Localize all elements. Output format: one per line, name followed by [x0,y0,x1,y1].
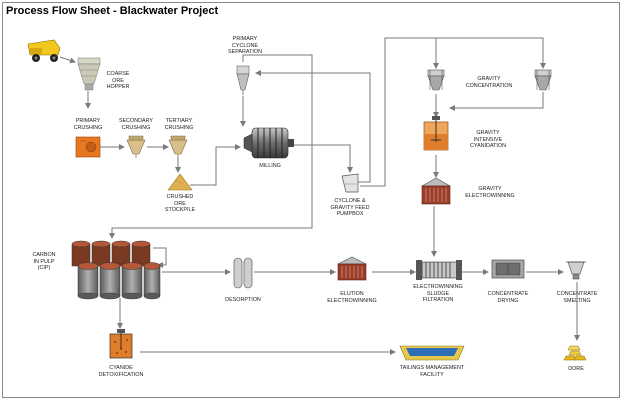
drying-oven-icon [491,259,525,279]
secondary-crusher-icon [126,135,146,158]
cyanide-detox-tank-icon [109,329,133,359]
flow-stockpile-to-milling [190,144,241,186]
flow-cyclone-overflow-to-cip [109,54,313,239]
primary-cyclone-icon [236,65,250,95]
coarse-ore-hopper-icon [77,57,101,91]
dore-gold-bars-icon [563,345,587,361]
label-milling: MILLING [259,163,281,169]
flow-cip-recycle [153,247,167,268]
haul-truck-icon [27,39,61,62]
pumpbox-icon [341,173,359,193]
smelting-furnace-icon [566,261,586,280]
flow-gravity-right-return [449,92,544,111]
diagram-frame [2,2,620,398]
cip-tanks-icon [71,240,161,300]
intensive-cyanidation-reactor-icon [423,116,449,151]
label-desorption: DESORPTION [225,297,261,303]
elution-electrowinning-cell-icon [337,256,367,281]
page-title: Process Flow Sheet - Blackwater Project [6,5,219,17]
desorption-columns-icon [233,257,253,289]
primary-crusher-icon [75,136,101,158]
gravity-concentrator-right-icon [534,69,552,91]
label-dore: DORE [568,366,584,372]
tertiary-crusher-icon [168,135,188,158]
flow-pumpbox-to-cyclone [255,70,371,183]
gravity-electrowinning-cell-icon [420,177,452,205]
flow-lines [59,37,580,355]
ball-mill-icon [243,127,294,159]
gravity-concentrator-left-icon [427,69,445,91]
crushed-ore-stockpile-icon [167,173,193,191]
flow-milling-to-pumpbox [290,144,353,173]
tailings-facility-icon [399,345,465,361]
filter-press-icon [416,260,462,280]
flow-truck-to-hopper [59,56,76,64]
flow-pumpbox-to-gravity-top [360,37,546,187]
